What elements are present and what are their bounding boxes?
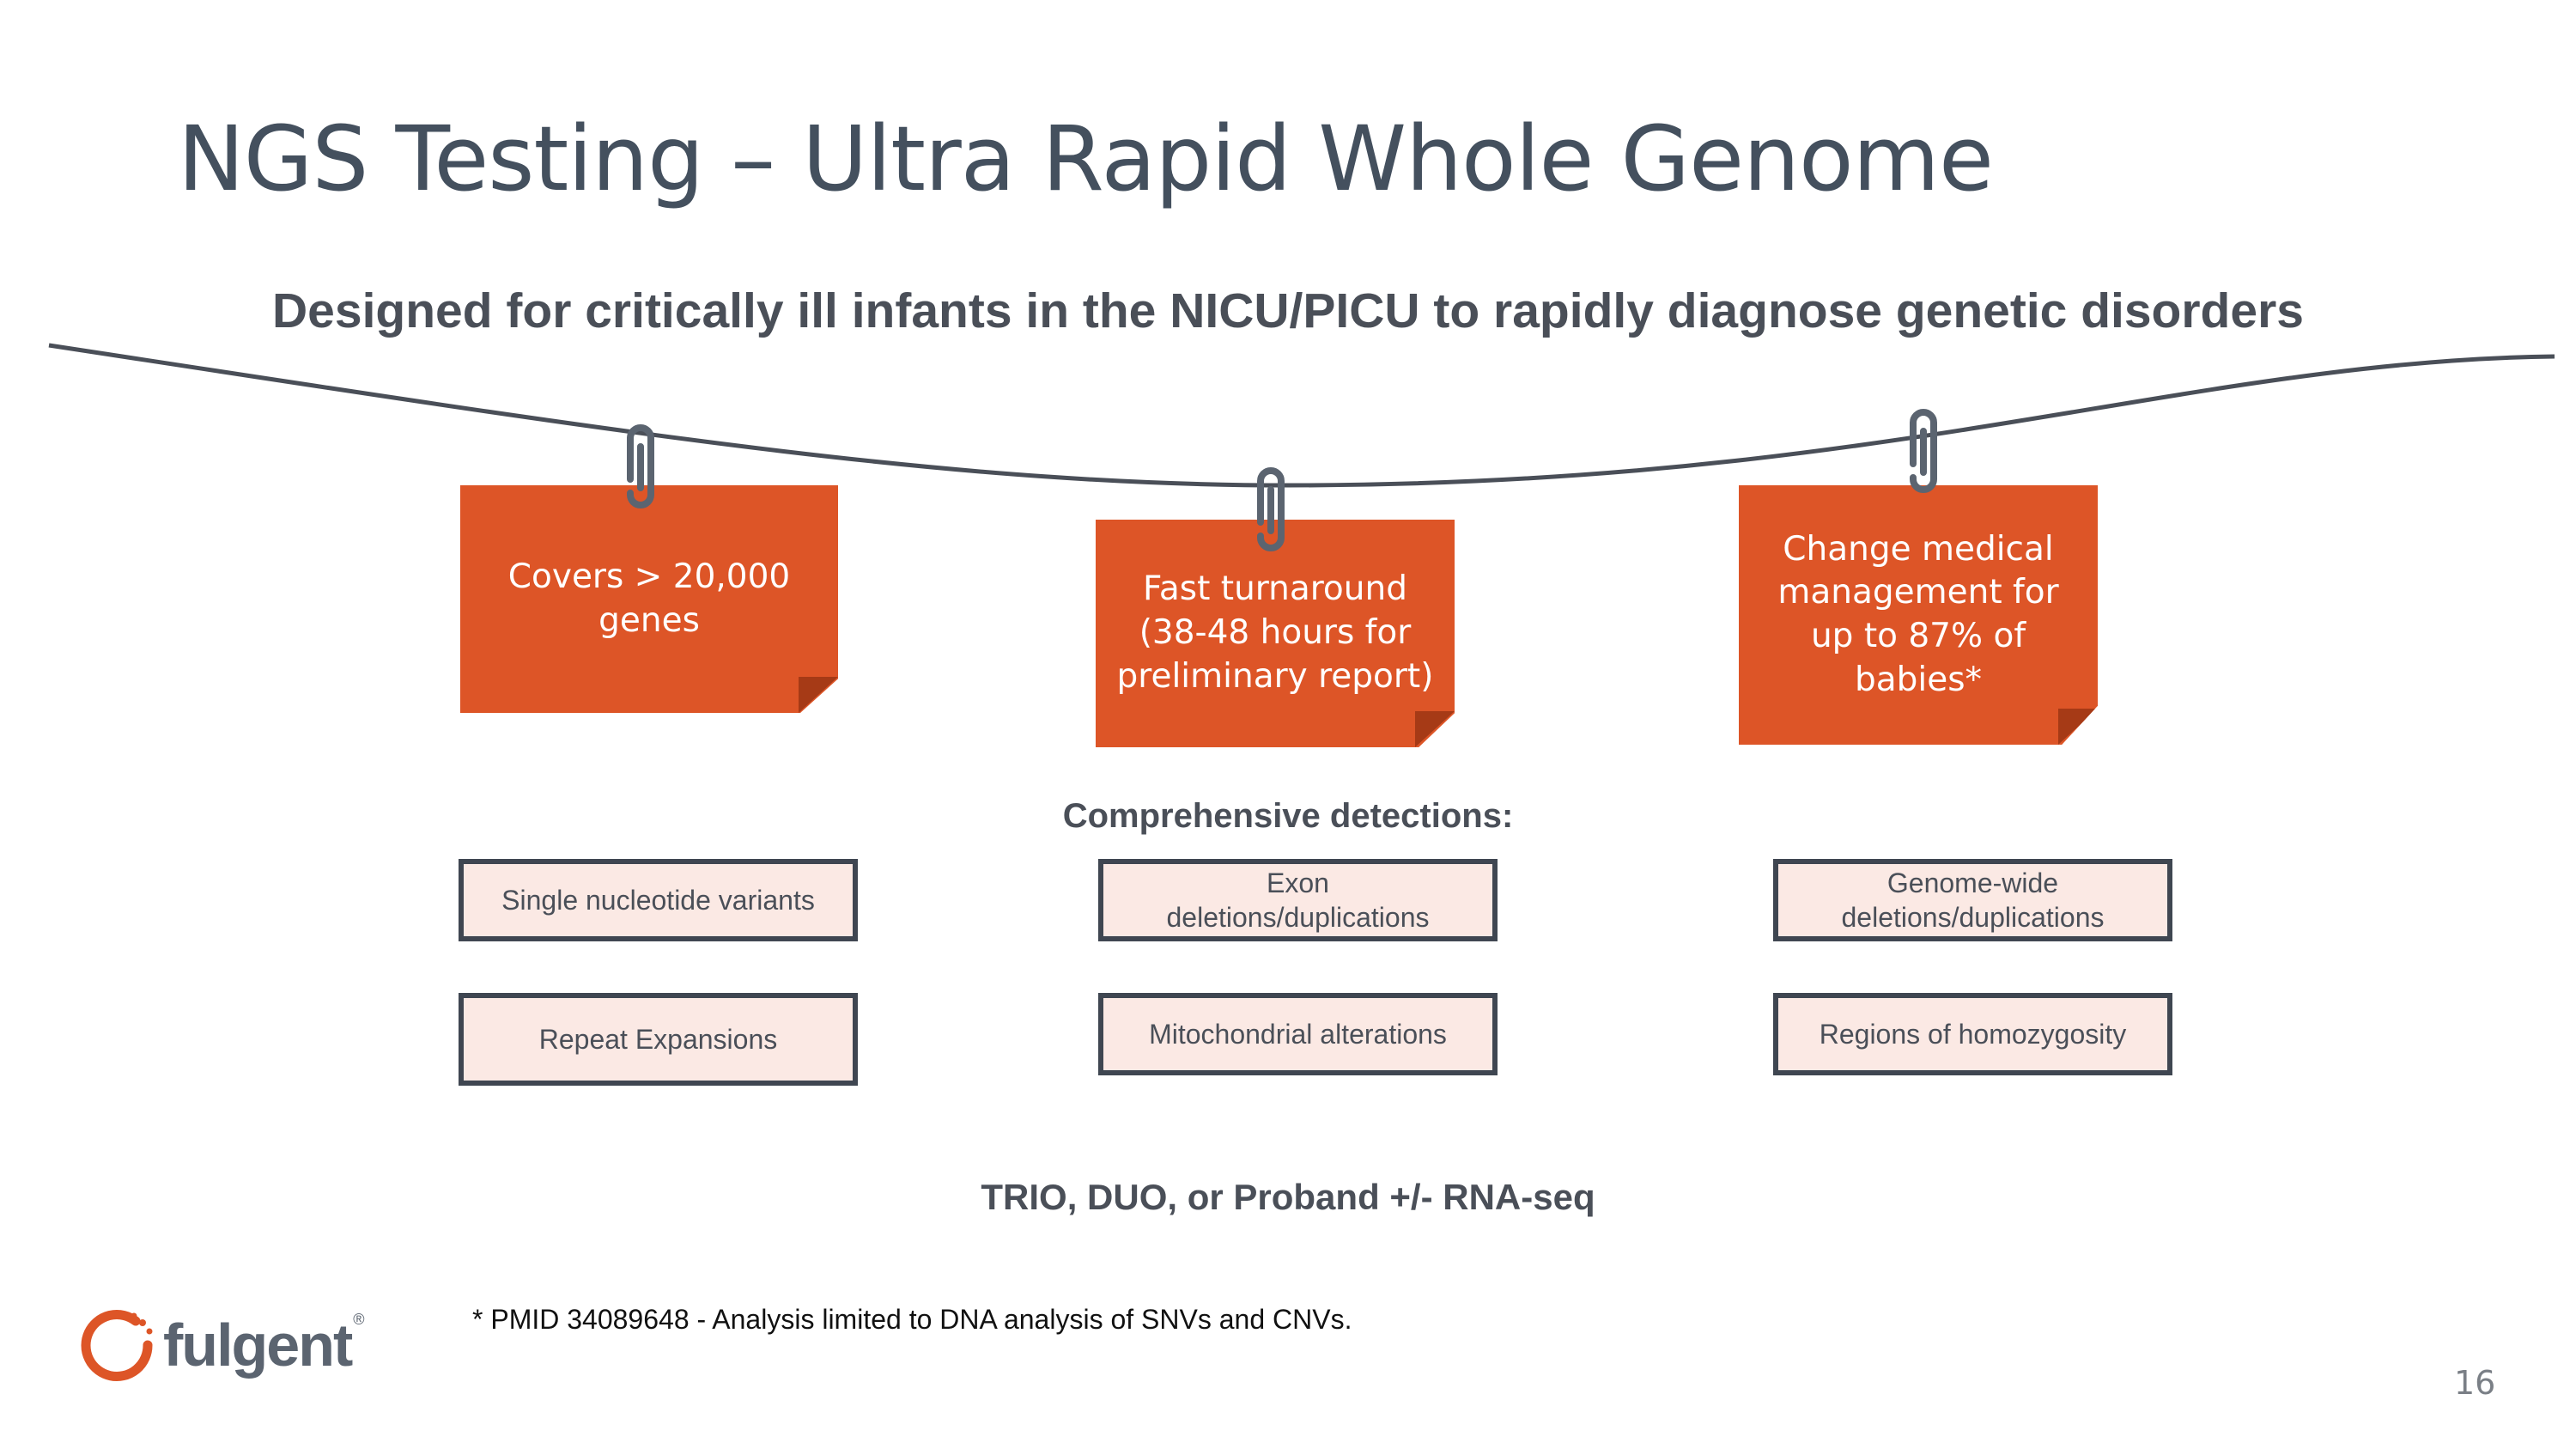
fulgent-logo: fulgent® <box>79 1306 365 1385</box>
registered-mark: ® <box>353 1311 364 1328</box>
logo-wordmark: fulgent® <box>163 1311 365 1379</box>
sequencing-options: TRIO, DUO, or Proband +/- RNA-seq <box>981 1177 1595 1217</box>
sticky-note-genes: Covers > 20,000 genes <box>460 485 838 713</box>
detection-box-exon: Exon deletions/duplications <box>1098 859 1498 941</box>
detection-box-snv: Single nucleotide variants <box>459 859 858 941</box>
detection-box-repeat: Repeat Expansions <box>459 993 858 1086</box>
paperclip-icon <box>1257 467 1285 551</box>
footnote: * PMID 34089648 - Analysis limited to DN… <box>472 1304 1352 1335</box>
detection-box-mito: Mitochondrial alterations <box>1098 993 1498 1075</box>
note-text: Change medical management for up to 87% … <box>1777 529 2059 699</box>
note-fold <box>2058 709 2098 745</box>
logo-text: fulgent <box>163 1312 353 1379</box>
fulgent-ring-logo-icon <box>81 1310 153 1381</box>
clothesline <box>48 343 2555 488</box>
detection-box-roh: Regions of homozygosity <box>1773 993 2172 1075</box>
paperclip-icon <box>627 424 654 508</box>
note-text: Fast turnaround (38-48 hours for prelimi… <box>1116 569 1434 696</box>
detections-heading: Comprehensive detections: <box>1062 797 1514 835</box>
sticky-note-turnaround: Fast turnaround (38-48 hours for prelimi… <box>1096 520 1455 747</box>
sticky-note-management: Change medical management for up to 87% … <box>1739 485 2098 745</box>
slide-subtitle: Designed for critically ill infants in t… <box>272 283 2304 338</box>
detection-box-genome-wide: Genome-wide deletions/duplications <box>1773 859 2172 941</box>
paperclip-icon <box>1910 409 1937 493</box>
note-text: Covers > 20,000 genes <box>507 557 791 640</box>
page-number: 16 <box>2454 1364 2496 1402</box>
note-fold <box>799 677 838 713</box>
note-fold <box>1415 711 1455 747</box>
slide-title: NGS Testing – Ultra Rapid Whole Genome <box>178 107 1994 211</box>
